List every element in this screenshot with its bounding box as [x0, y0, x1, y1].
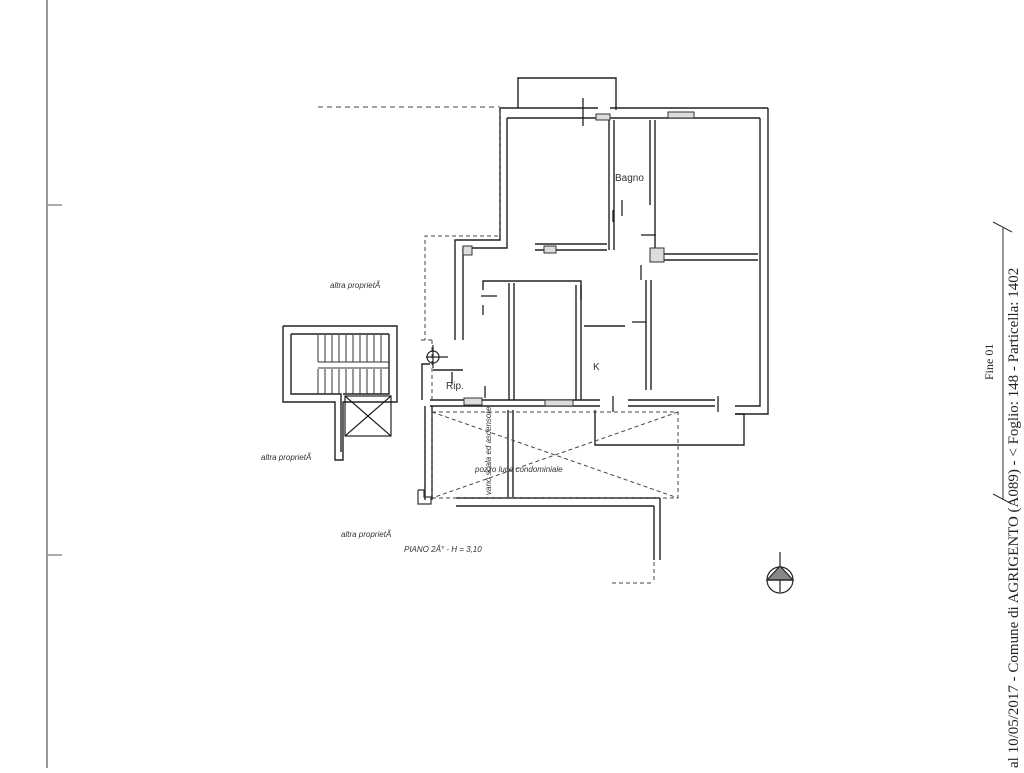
label-light-well: pozzo luce condominiale [474, 465, 563, 474]
label-storage: Rip. [446, 381, 464, 392]
label-bathroom: Bagno [615, 173, 644, 184]
north-arrow-icon [765, 552, 795, 594]
side-sheet-label: Fine 01 [982, 344, 996, 380]
stair-steps [317, 335, 389, 394]
window-marks [462, 111, 695, 407]
label-other-property-3: altra proprietÃ [341, 530, 392, 539]
label-other-property-1: altra proprietÃ [330, 281, 381, 290]
label-floor-info: PIANO 2Â° - H = 3,10 [404, 545, 482, 554]
light-well-cross [431, 411, 679, 499]
label-stair-shaft: vano scala ed ascensore [484, 406, 493, 495]
door-marks [451, 98, 719, 412]
dimension-marker [992, 221, 1013, 505]
light-well [424, 406, 661, 560]
side-caption: al 10/05/2017 - Comune di AGRIGENTO (A08… [1006, 268, 1022, 768]
elevator-shaft [344, 395, 392, 437]
apartment-walls [421, 77, 769, 446]
corner-mark [417, 489, 432, 505]
label-other-property-2: altra proprietÃ [261, 453, 312, 462]
stairwell [282, 325, 398, 461]
entrance-symbol [426, 345, 448, 368]
label-kitchen: K [593, 362, 600, 373]
